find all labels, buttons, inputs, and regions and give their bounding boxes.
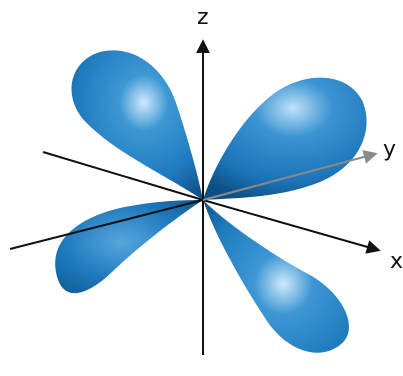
lobe-bottom-right [203,200,349,353]
x-axis-line-front [202,199,381,254]
z-axis-label: z [197,5,209,30]
lobe-top-right [203,77,367,200]
x-axis-line-left [9,199,204,250]
lobe-bottom-left [55,200,204,294]
y-axis-label: y [383,137,396,162]
x-axis-label: x [390,249,403,274]
y-axis-front-line [202,150,378,201]
y-axis-back-line [42,151,204,201]
lobe-top-left [71,50,204,200]
